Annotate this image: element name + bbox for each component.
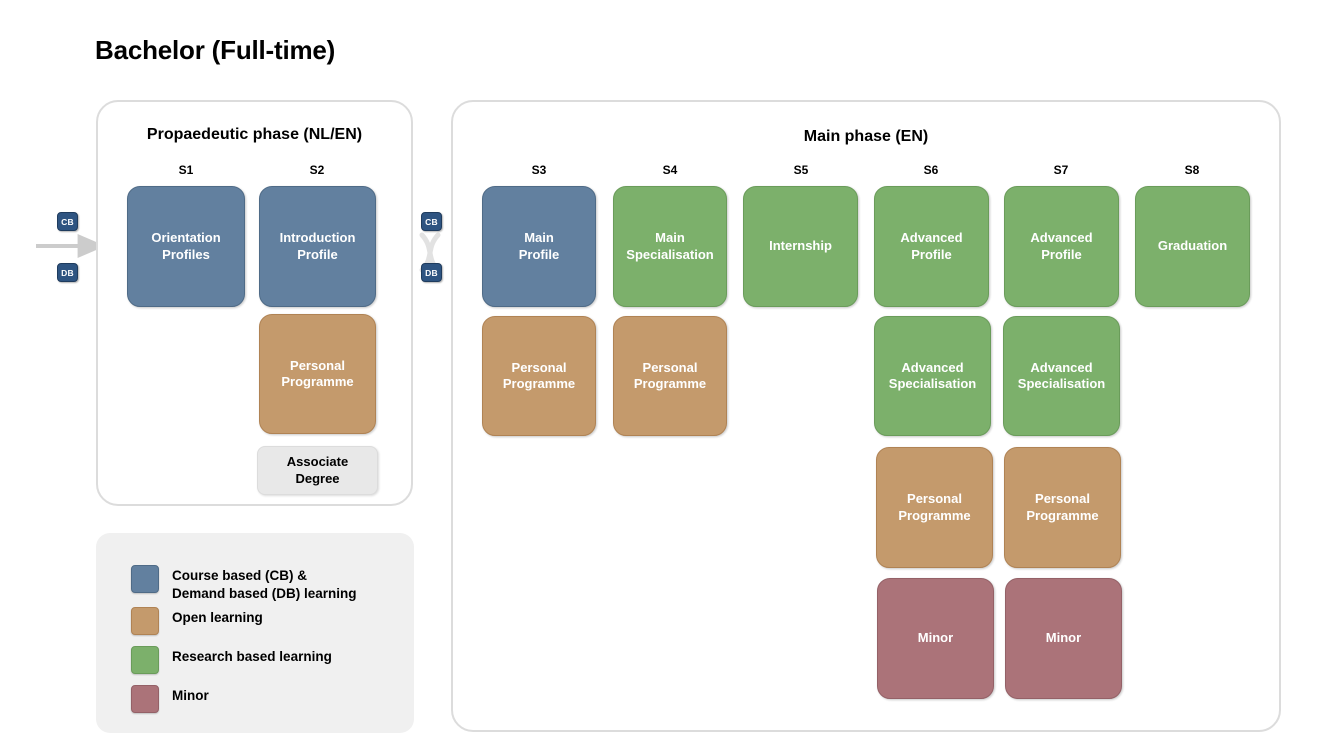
legend-swatch-course-demand-based [131, 565, 159, 593]
page-title: Bachelor (Full-time) [95, 35, 336, 65]
legend-label-minor: Minor [172, 688, 209, 703]
mid-tag-db: DB [421, 263, 442, 282]
legend-swatch-research-based [131, 646, 159, 674]
legend-item-minor: Minor [131, 685, 396, 713]
semester-label-s3: S3 [531, 163, 547, 177]
box-minor-s6[interactable]: Minor [877, 578, 994, 699]
main-phase-heading: Main phase (EN) [803, 128, 929, 145]
semester-label-s2: S2 [309, 163, 325, 177]
legend-item-course-demand-based: Course based (CB) &Demand based (DB) lea… [131, 565, 396, 603]
mid-tag-cb: CB [421, 212, 442, 231]
semester-label-s8: S8 [1184, 163, 1200, 177]
legend-swatch-open-learning [131, 607, 159, 635]
legend-label-open-learning: Open learning [172, 610, 263, 625]
box-minor-s7[interactable]: Minor [1005, 578, 1122, 699]
legend-label-research-based: Research based learning [172, 649, 332, 664]
box-graduation[interactable]: Graduation [1135, 186, 1250, 307]
legend-swatch-minor [131, 685, 159, 713]
semester-label-s7: S7 [1053, 163, 1069, 177]
legend-panel: Course based (CB) &Demand based (DB) lea… [96, 533, 414, 733]
legend-item-open-learning: Open learning [131, 607, 396, 635]
semester-label-s4: S4 [662, 163, 678, 177]
semester-label-s1: S1 [178, 163, 194, 177]
propaedeutic-phase-heading: Propaedeutic phase (NL/EN) [146, 126, 363, 143]
semester-label-s6: S6 [923, 163, 939, 177]
legend-label-course-demand-based: Course based (CB) &Demand based (DB) lea… [172, 568, 357, 602]
legend-item-research-based: Research based learning [131, 646, 396, 674]
box-internship[interactable]: Internship [743, 186, 858, 307]
semester-label-s5: S5 [793, 163, 809, 177]
entry-tag-db: DB [57, 263, 78, 282]
entry-tag-cb: CB [57, 212, 78, 231]
